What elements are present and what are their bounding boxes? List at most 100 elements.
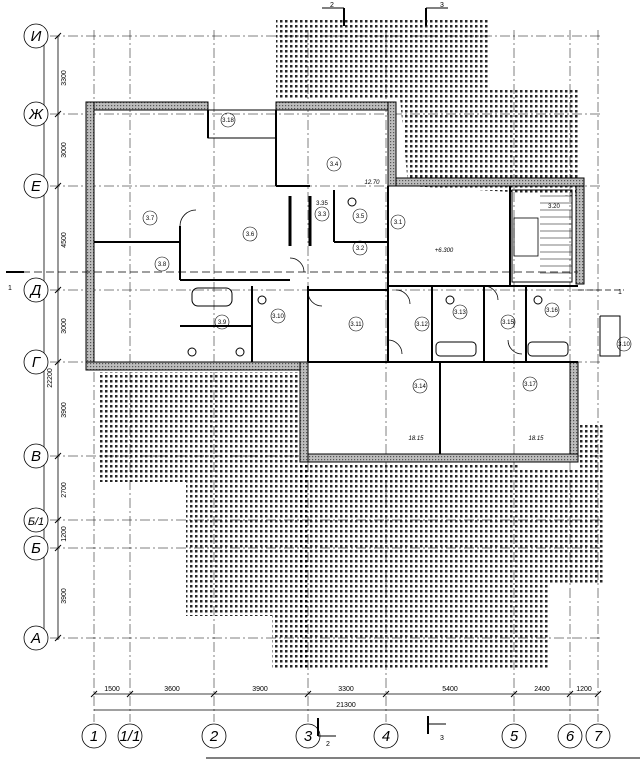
stair-landing xyxy=(513,217,539,257)
room-tag xyxy=(314,206,330,222)
dim-bottom-2: 3600 xyxy=(164,686,180,693)
axis-label-vertical: 7 xyxy=(594,728,603,745)
door-swing xyxy=(289,257,305,273)
dim-left-4: 3000 xyxy=(61,318,68,334)
section-side: 1 xyxy=(8,285,12,292)
room-3.13: 3.13 xyxy=(454,310,466,316)
room-3.3: 3.3 xyxy=(318,212,327,218)
axis-bubble xyxy=(23,101,49,127)
door-swing xyxy=(307,291,323,307)
room-3.12: 3.12 xyxy=(416,322,428,328)
axis-label-horizontal: Д xyxy=(29,282,42,299)
room-tag xyxy=(348,316,364,332)
room-3.8: 3.8 xyxy=(158,262,167,268)
axis-bubble xyxy=(23,625,49,651)
dim-bottom-1: 1500 xyxy=(104,686,120,693)
section-bottom-a: 2 xyxy=(326,741,330,748)
axis-label-horizontal: В xyxy=(31,448,41,465)
axis-label-vertical: 4 xyxy=(382,728,390,745)
room-tag xyxy=(220,112,236,128)
room-3.15: 3.15 xyxy=(502,320,514,326)
dim-bottom-6: 2400 xyxy=(534,686,550,693)
axis-label-vertical: 3 xyxy=(304,728,313,745)
toilet xyxy=(533,295,543,305)
room-3.11: 3.11 xyxy=(350,322,362,328)
wall-north-left xyxy=(85,101,209,111)
washbasin xyxy=(187,347,197,357)
bathtub xyxy=(191,287,233,307)
room-3.14: 3.14 xyxy=(414,384,426,390)
wall-west xyxy=(85,101,95,371)
wall-north-right xyxy=(275,101,397,111)
dim-bottom-total: 21300 xyxy=(336,702,356,709)
room-3.1: 3.1 xyxy=(394,220,403,226)
room-3.10-balcony: 3.10 xyxy=(618,342,630,348)
section-top-b: 3 xyxy=(440,2,444,9)
dim-bottom-7: 1200 xyxy=(576,686,592,693)
area-room-3.17: 18.15 xyxy=(528,436,544,442)
roof-hatching xyxy=(98,18,605,670)
roof-hatch-top-right xyxy=(276,18,580,196)
door-swing xyxy=(179,209,197,227)
room-3.6: 3.6 xyxy=(246,232,255,238)
section-top-a: 2 xyxy=(330,2,334,9)
room-tag xyxy=(390,214,406,230)
axis-label-horizontal: Б xyxy=(31,540,41,557)
section-side-right: 1 xyxy=(618,289,622,296)
level-mark: +6.300 xyxy=(435,248,454,254)
axis-bubble xyxy=(23,349,49,375)
axis-label-horizontal: Ж xyxy=(28,106,44,123)
room-tag xyxy=(414,316,430,332)
axis-bubble xyxy=(23,23,49,49)
toilet xyxy=(445,295,455,305)
area-room-3.4: 12.70 xyxy=(364,180,380,186)
bathtub xyxy=(435,341,477,357)
toilet xyxy=(257,295,267,305)
room-tag xyxy=(326,156,342,172)
axis-label-vertical: 5 xyxy=(510,728,519,745)
washbasin xyxy=(347,197,357,207)
area-room-3.14: 18.15 xyxy=(408,436,424,442)
wall-north-east xyxy=(387,177,585,187)
section-marks: 2 3 2 3 1 1 xyxy=(6,2,622,748)
washbasin xyxy=(235,347,245,357)
staircase xyxy=(511,189,573,283)
dim-left-total: 22200 xyxy=(47,368,54,388)
wall-south-left xyxy=(85,361,309,371)
axis-bubble xyxy=(501,723,527,749)
axis-label-vertical: 1 xyxy=(90,728,98,745)
door-swing xyxy=(387,339,403,355)
room-3.2: 3.2 xyxy=(356,246,365,252)
room-3.17: 3.17 xyxy=(524,382,536,388)
dim-left-2: 3000 xyxy=(61,142,68,158)
room-3.4: 3.4 xyxy=(330,162,339,168)
dim-texts: 3300 3000 4500 3000 3900 2700 1200 3900 … xyxy=(47,70,592,709)
room-tag xyxy=(412,378,428,394)
room-tag xyxy=(214,314,230,330)
axis-label-horizontal: Б/1 xyxy=(28,516,44,528)
roof-hatch-lower-right xyxy=(300,425,605,670)
dim-left-7: 1200 xyxy=(61,526,68,542)
room-3.7: 3.7 xyxy=(146,216,155,222)
bathtub xyxy=(527,341,569,357)
dimension-lines xyxy=(43,36,640,759)
section-bottom-b: 3 xyxy=(440,735,444,742)
axis-label-horizontal: Е xyxy=(31,178,42,195)
axis-bubble xyxy=(23,173,49,199)
axis-bubble xyxy=(23,535,49,561)
room-3.35: 3.35 xyxy=(316,201,328,207)
room-3.9: 3.9 xyxy=(218,320,227,326)
dim-left-1: 3300 xyxy=(61,70,68,86)
axis-bubble xyxy=(557,723,583,749)
axis-label-horizontal: Г xyxy=(32,354,42,371)
room-tag xyxy=(242,226,258,242)
room-tag xyxy=(352,240,368,256)
axis-bubble xyxy=(117,723,143,749)
axis-label-horizontal: А xyxy=(30,630,41,647)
stair-steps xyxy=(513,195,572,274)
room-tag xyxy=(270,308,286,324)
wall-west-lower xyxy=(299,361,309,463)
door-swing xyxy=(507,339,523,355)
dim-bottom-5: 5400 xyxy=(442,686,458,693)
